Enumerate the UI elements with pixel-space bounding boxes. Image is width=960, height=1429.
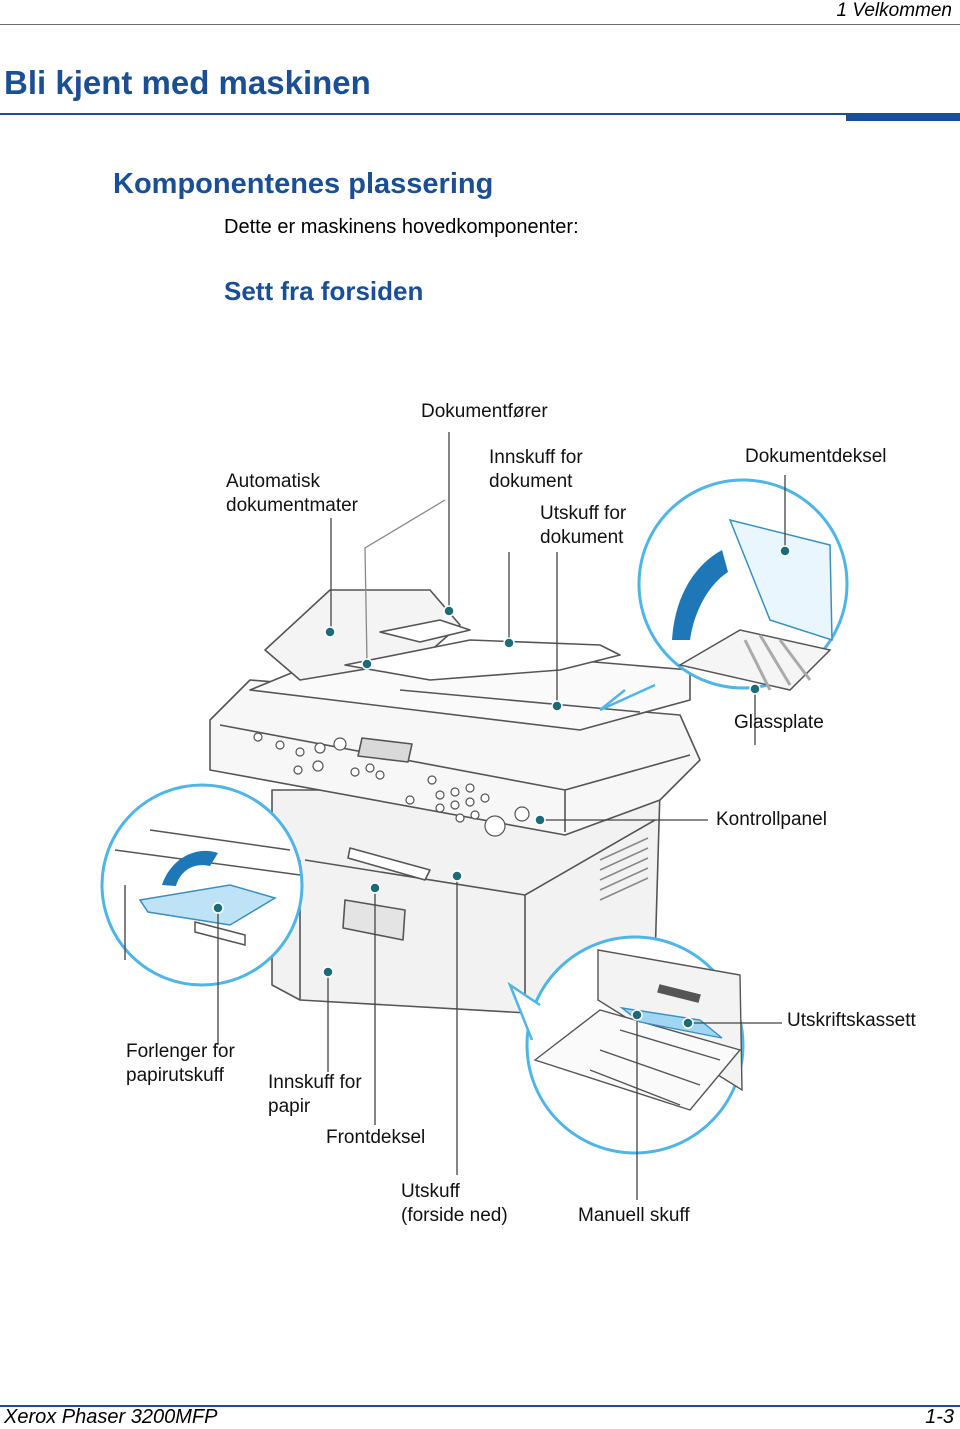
label-document-feeder: Dokumentfører [421, 401, 548, 422]
lcd-display [357, 737, 413, 763]
subsection-title: Sett fra forsiden [224, 276, 424, 306]
label-output-line2: (forside ned) [401, 1205, 508, 1226]
header-rule [0, 24, 960, 25]
label-extender-line1: Forlenger for [126, 1041, 235, 1062]
front-cover [342, 899, 406, 941]
label-doc-cover: Dokumentdeksel [745, 446, 887, 467]
open-arrow-icon [672, 550, 728, 640]
section-title: Komponentenes plassering [113, 168, 494, 200]
intro-text: Dette er maskinens hovedkomponenter: [224, 216, 579, 238]
footer-page-number: 1-3 [925, 1406, 954, 1428]
extender-detail-circle [100, 783, 304, 987]
title-accent-bar [846, 113, 960, 121]
label-paper-tray: Utskriftskassett [787, 1010, 916, 1031]
label-front-cover: Frontdeksel [326, 1127, 426, 1148]
footer-product: Xerox Phaser 3200MFP [4, 1406, 218, 1428]
title-rule [0, 113, 960, 115]
fold-arrow-icon [162, 850, 218, 886]
page-title: Bli kjent med maskinen [4, 64, 371, 101]
label-extender-line2: papirutskuff [126, 1065, 224, 1086]
label-paper-input-line1: Innskuff for [268, 1072, 362, 1093]
label-doc-input-line1: Innskuff for [489, 447, 583, 468]
label-adf-line2: dokumentmater [226, 495, 359, 516]
footer-rule [0, 1405, 960, 1407]
label-adf-line1: Automatisk [226, 471, 320, 492]
label-output-line1: Utskuff [401, 1181, 460, 1202]
label-doc-input-line2: dokument [489, 471, 573, 492]
label-doc-output-line1: Utskuff for [540, 503, 627, 524]
label-paper-input-line2: papir [268, 1096, 311, 1117]
label-glass: Glassplate [734, 712, 824, 733]
header-chapter: 1 Velkommen [836, 0, 952, 21]
label-control-panel: Kontrollpanel [716, 809, 827, 830]
label-manual-tray: Manuell skuff [578, 1205, 690, 1226]
label-doc-output-line2: dokument [540, 527, 624, 548]
doc-cover-detail-circle [637, 478, 849, 690]
